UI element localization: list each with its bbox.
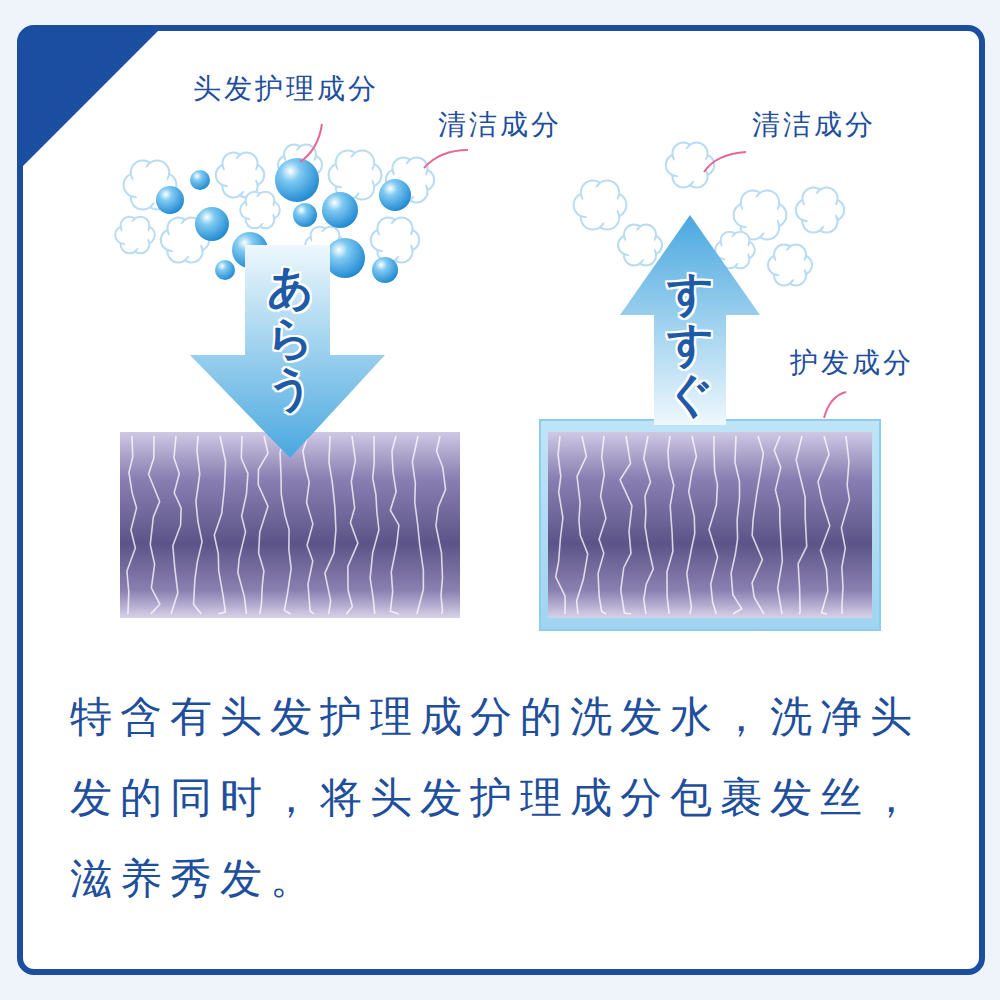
- foam-cloud: [329, 151, 382, 200]
- cuticle-line: [667, 436, 674, 614]
- cuticle-line: [370, 436, 379, 614]
- cuticle-line: [412, 436, 423, 614]
- leader-line: [824, 392, 846, 418]
- cuticle-line: [214, 436, 225, 614]
- foam-cloud: [666, 143, 714, 188]
- leader-line: [424, 150, 468, 168]
- leader-lines: [300, 124, 846, 418]
- care-sphere: [195, 207, 229, 241]
- cuticle-line: [258, 436, 268, 614]
- foam-cloud: [240, 192, 280, 229]
- leader-line: [704, 152, 746, 172]
- cuticle-line: [238, 436, 248, 614]
- down-arrow: あらう: [190, 245, 385, 460]
- cuticle-line: [709, 436, 718, 614]
- step-word: すすぐ: [667, 268, 713, 420]
- care-sphere: [293, 203, 317, 227]
- cuticle-line: [325, 436, 336, 614]
- caption-text: 特含有头发护理成分的洗发水，洗净头发的同时，将头发护理成分包裹发丝，滋养秀发。: [70, 676, 960, 919]
- cuticle-line: [577, 436, 588, 614]
- hair-strand: [548, 432, 872, 618]
- care-sphere: [275, 158, 319, 202]
- cuticle-line: [731, 436, 742, 614]
- care-sphere: [379, 179, 411, 211]
- cuticle-line: [598, 436, 606, 614]
- step-word: あらう: [267, 262, 313, 414]
- corner-triangle: [23, 31, 158, 166]
- care-sphere: [215, 260, 235, 280]
- hair-strand: [120, 432, 460, 618]
- care-sphere: [156, 186, 184, 214]
- cuticle-lines: [556, 436, 850, 614]
- foam-cloud: [115, 217, 155, 254]
- cuticle-line: [390, 436, 399, 614]
- ingredient-label: 清洁成分: [438, 106, 562, 144]
- foam-cloud: [796, 188, 844, 233]
- cuticle-line: [620, 436, 632, 614]
- ingredient-label: 护发成分: [790, 344, 914, 382]
- cuticle-line: [127, 436, 137, 614]
- up-arrow: すすぐ: [620, 215, 760, 425]
- foam-cloud: [371, 218, 419, 263]
- cuticle-line: [687, 436, 697, 614]
- foam-cloud: [574, 181, 627, 230]
- cuticle-line: [194, 436, 202, 614]
- cuticle-line: [556, 436, 565, 614]
- leader-line: [300, 124, 322, 162]
- frame: [20, 28, 982, 972]
- care-sphere: [190, 170, 210, 190]
- ingredient-label: 头发护理成分: [193, 70, 379, 108]
- cuticle-line: [346, 436, 358, 614]
- cuticle-line: [774, 436, 782, 614]
- cuticle-line: [303, 436, 314, 614]
- cuticle-line: [149, 436, 160, 614]
- cuticle-line: [171, 436, 181, 614]
- cuticle-line: [436, 436, 446, 614]
- cuticle-line: [752, 436, 764, 614]
- care-sphere: [325, 238, 365, 278]
- cuticle-line: [841, 436, 849, 614]
- care-coating: [540, 420, 880, 630]
- cuticle-line: [796, 436, 807, 614]
- cuticle-line: [644, 436, 654, 614]
- cuticle-lines: [127, 436, 446, 614]
- cuticle-line: [280, 436, 291, 614]
- foam-cloud: [768, 245, 812, 286]
- care-sphere: [372, 257, 398, 283]
- care-sphere: [322, 192, 358, 228]
- cuticle-line: [818, 436, 830, 614]
- foam-cloud: [618, 225, 662, 266]
- foam-cloud: [216, 153, 264, 198]
- ingredient-label: 清洁成分: [752, 106, 876, 144]
